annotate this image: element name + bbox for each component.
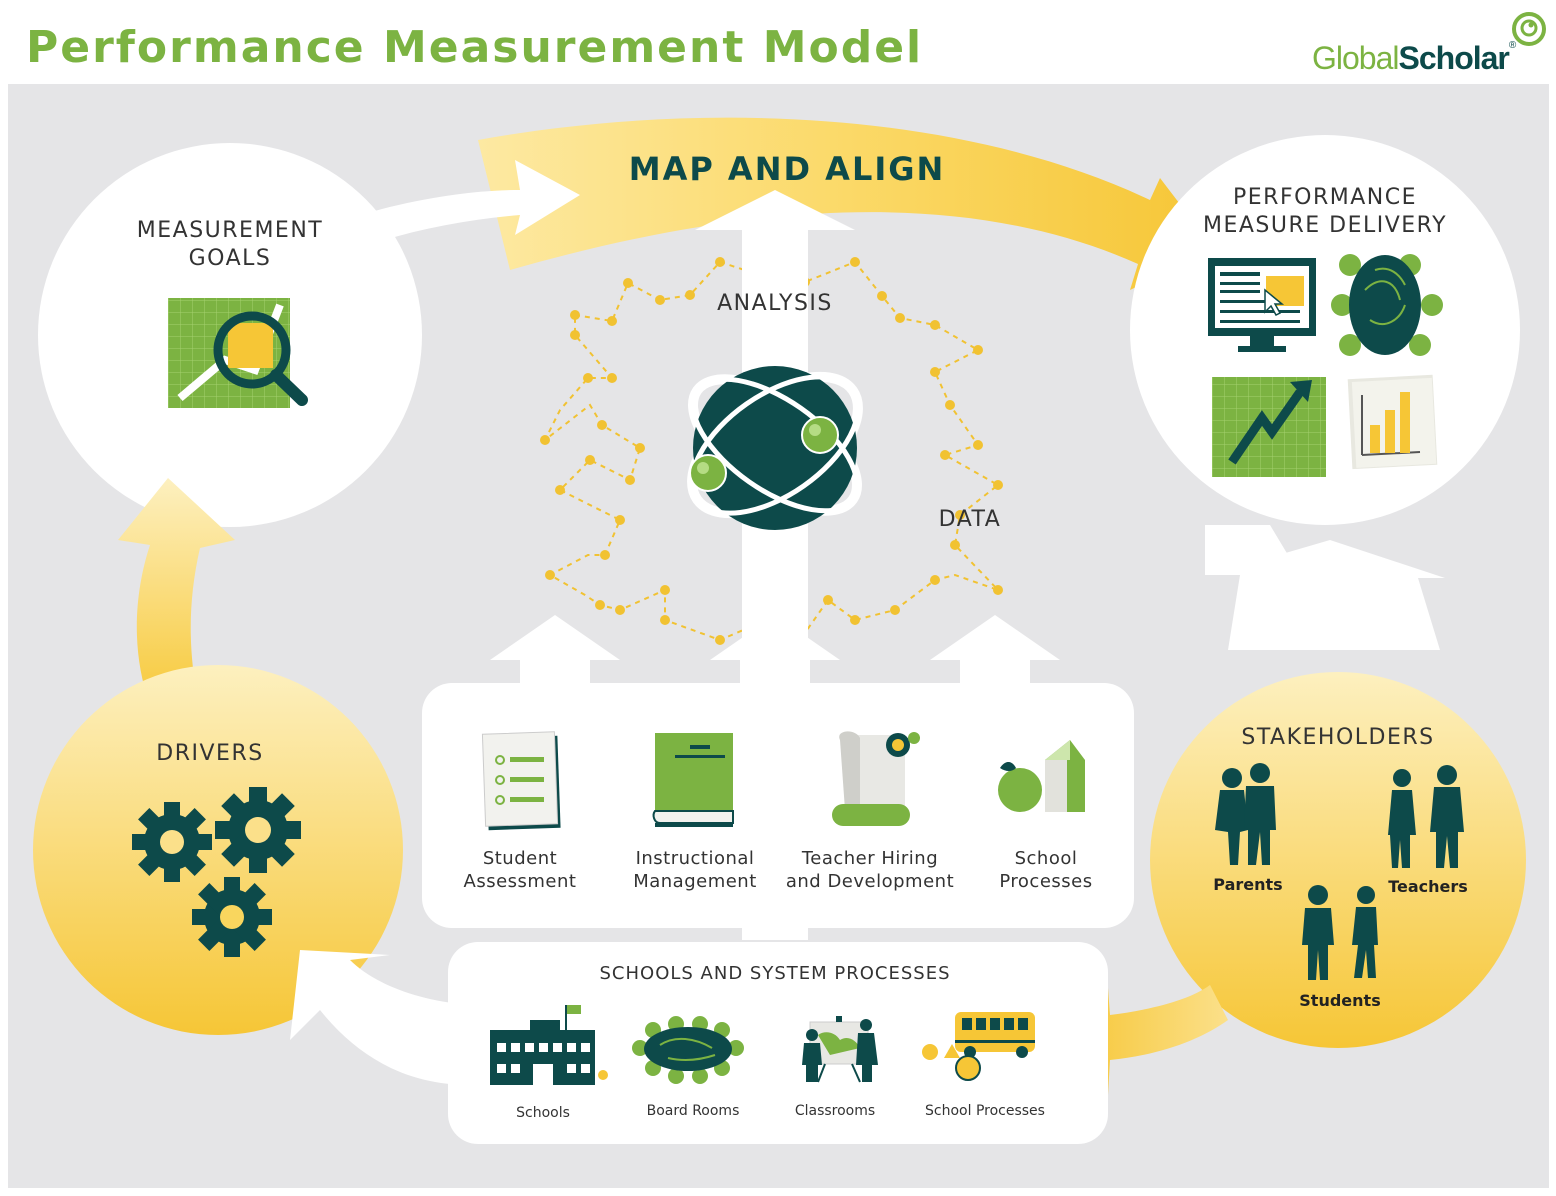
- parents-silhouette-icon: [1215, 763, 1276, 865]
- logo-scholar: Scholar: [1398, 40, 1510, 76]
- book-icon: [652, 733, 734, 827]
- gears-icon: [132, 787, 301, 957]
- stakeholder-teachers-label: Teachers: [1388, 877, 1468, 896]
- delivery-down-arrow-right: [1210, 540, 1445, 650]
- stakeholder-parents-label: Parents: [1213, 875, 1283, 894]
- globe-atom-icon: [687, 366, 863, 530]
- map-align-arrow: [478, 117, 1215, 290]
- monitor-icon: [1208, 258, 1316, 352]
- schools-system-title: SCHOOLS AND SYSTEM PROCESSES: [599, 963, 951, 984]
- drivers-circle: [33, 665, 403, 1035]
- classrooms-item-label: Classrooms: [794, 1103, 876, 1119]
- board-room-table-icon: [632, 1016, 744, 1084]
- apple-milk-carton-icon: [998, 740, 1085, 812]
- students-silhouette-icon: [1302, 885, 1378, 980]
- schools-panel: [448, 942, 1108, 1144]
- board-rooms-item-label: Board Rooms: [646, 1103, 740, 1119]
- bar-chart-icon: [1347, 374, 1438, 470]
- input-label-teacher-hiring: Teacher Hiring and Development: [785, 848, 955, 892]
- schools-item-label: Schools: [516, 1105, 570, 1121]
- goals-to-map-arrow: [330, 160, 580, 255]
- input-up-arrow-2: [710, 615, 840, 690]
- stakeholders-label: STAKEHOLDERS: [1241, 725, 1435, 750]
- data-label: DATA: [938, 507, 1002, 532]
- input-label-student-assessment: Student Assessment: [463, 848, 577, 892]
- input-label-school-processes: School Processes: [999, 848, 1093, 892]
- logo-global: Global: [1312, 40, 1399, 76]
- analysis-up-arrow: [695, 190, 855, 940]
- inputs-panel: [422, 683, 1134, 928]
- magnifier-chart-icon: [168, 298, 308, 408]
- diploma-scroll-icon: [832, 731, 920, 826]
- logo-registered-mark: ®: [1508, 40, 1516, 51]
- school-processes-item-label: School Processes: [925, 1103, 1045, 1119]
- input-label-instructional-management: Instructional Management: [633, 848, 757, 892]
- classroom-icon: [802, 1016, 878, 1083]
- school-bus-icon: [922, 1012, 1035, 1081]
- measurement-goals-label: MEASUREMENT GOALS: [136, 218, 324, 271]
- board-room-delivery-icon: [1331, 254, 1443, 356]
- performance-delivery-label: PERFORMANCE MEASURE DELIVERY: [1202, 185, 1448, 238]
- globalscholar-logo-mark-icon: [1512, 12, 1546, 46]
- map-and-align-label: MAP AND ALIGN: [628, 150, 946, 188]
- checklist-icon: [481, 731, 561, 831]
- drivers-label: DRIVERS: [156, 741, 264, 766]
- input-up-arrow-3: [930, 615, 1060, 690]
- page-title: Performance Measurement Model: [26, 22, 924, 73]
- schools-to-drivers-arrow: [290, 950, 470, 1085]
- teachers-silhouette-icon: [1388, 765, 1464, 868]
- stakeholder-students-label: Students: [1299, 991, 1381, 1010]
- input-up-arrow-1: [490, 615, 620, 690]
- drivers-to-goals-arrow: [118, 478, 235, 705]
- analysis-label: ANALYSIS: [717, 291, 833, 316]
- stakeholders-circle: [1150, 672, 1526, 1048]
- school-building-icon: [490, 1005, 608, 1085]
- growth-chart-icon: [1212, 377, 1326, 477]
- globalscholar-logo: GlobalScholar®: [1312, 40, 1516, 77]
